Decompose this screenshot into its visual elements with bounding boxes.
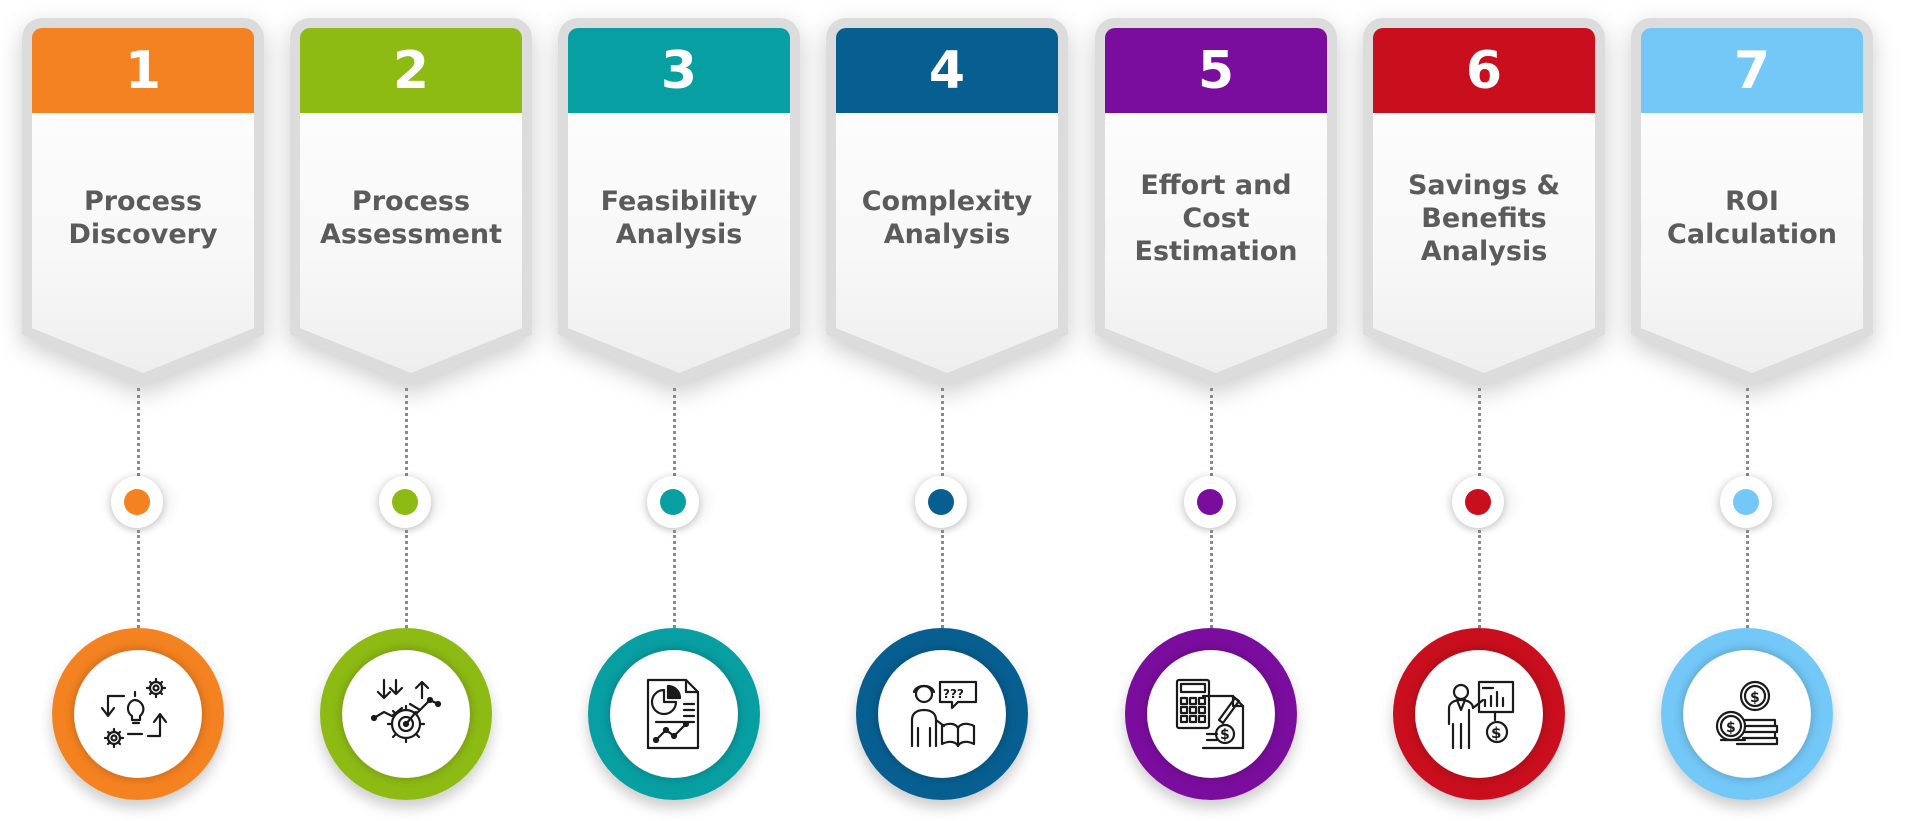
connector-line: [1478, 530, 1481, 628]
connector-line: [1478, 388, 1481, 476]
connector-line: [941, 388, 944, 476]
process-assessment-icon: [370, 678, 442, 744]
connector-line: [941, 530, 944, 628]
connector-line: [1210, 530, 1213, 628]
step-card: 6 Savings & Benefits Analysis: [1363, 18, 1605, 386]
step-title: Complexity Analysis: [861, 186, 1033, 250]
step-title: Savings & Benefits Analysis: [1407, 169, 1561, 267]
connector-line: [405, 388, 408, 476]
roi-calculation-icon: $ $: [1715, 680, 1779, 746]
svg-text:$: $: [1220, 727, 1230, 743]
icon-ring: [320, 628, 492, 800]
step-number: 5: [1105, 28, 1327, 113]
step-number: 1: [32, 28, 254, 113]
feasibility-analysis-icon: [646, 678, 700, 750]
step-card: 4 Complexity Analysis: [826, 18, 1068, 386]
connector-line: [1210, 388, 1213, 476]
step-number: 7: [1641, 28, 1863, 113]
complexity-analysis-icon: ???: [910, 680, 978, 748]
icon-ring: $: [1393, 628, 1565, 800]
timeline-node: [1452, 476, 1504, 528]
icon-ring: $: [1125, 628, 1297, 800]
icon-ring: ???: [856, 628, 1028, 800]
step-card: 3 Feasibility Analysis: [558, 18, 800, 386]
connector-line: [1746, 530, 1749, 628]
icon-ring: [588, 628, 760, 800]
connector-line: [405, 530, 408, 628]
timeline-node: [111, 476, 163, 528]
step-2: 2 Process Assessment: [270, 0, 538, 821]
process-discovery-icon: [100, 677, 168, 749]
step-1: 1 Process Discovery: [2, 0, 270, 821]
step-5: 5 Effort and Cost Estimation $: [1075, 0, 1343, 821]
timeline-node: [915, 476, 967, 528]
step-number: 6: [1373, 28, 1595, 113]
step-card: 7 ROI Calculation: [1631, 18, 1873, 386]
timeline-node: [379, 476, 431, 528]
connector-line: [137, 530, 140, 628]
connector-line: [673, 388, 676, 476]
step-card: 2 Process Assessment: [290, 18, 532, 386]
icon-ring: [52, 628, 224, 800]
connector-line: [673, 530, 676, 628]
step-title: Feasibility Analysis: [600, 186, 758, 250]
step-3: 3 Feasibility Analysis: [538, 0, 806, 821]
step-card: 1 Process Discovery: [22, 18, 264, 386]
step-number: 2: [300, 28, 522, 113]
step-title: Process Assessment: [319, 186, 503, 250]
step-title: Effort and Cost Estimation: [1134, 169, 1298, 267]
step-card: 5 Effort and Cost Estimation: [1095, 18, 1337, 386]
svg-text:$: $: [1491, 724, 1501, 742]
svg-text:$: $: [1750, 690, 1760, 706]
connector-line: [137, 388, 140, 476]
step-4: 4 Complexity Analysis ???: [806, 0, 1074, 821]
timeline-node: [1720, 476, 1772, 528]
step-title: ROI Calculation: [1667, 186, 1837, 250]
timeline-node: [647, 476, 699, 528]
timeline-node: [1184, 476, 1236, 528]
svg-text:???: ???: [943, 687, 964, 701]
step-title: Process Discovery: [68, 186, 218, 250]
step-number: 3: [568, 28, 790, 113]
icon-ring: $ $: [1661, 628, 1833, 800]
step-7: 7 ROI Calculation $ $: [1611, 0, 1879, 821]
connector-line: [1746, 388, 1749, 476]
step-6: 6 Savings & Benefits Analysis $: [1343, 0, 1611, 821]
step-number: 4: [836, 28, 1058, 113]
effort-cost-estimation-icon: $: [1175, 678, 1245, 750]
svg-text:$: $: [1726, 720, 1736, 736]
savings-benefits-analysis-icon: $: [1447, 680, 1515, 750]
